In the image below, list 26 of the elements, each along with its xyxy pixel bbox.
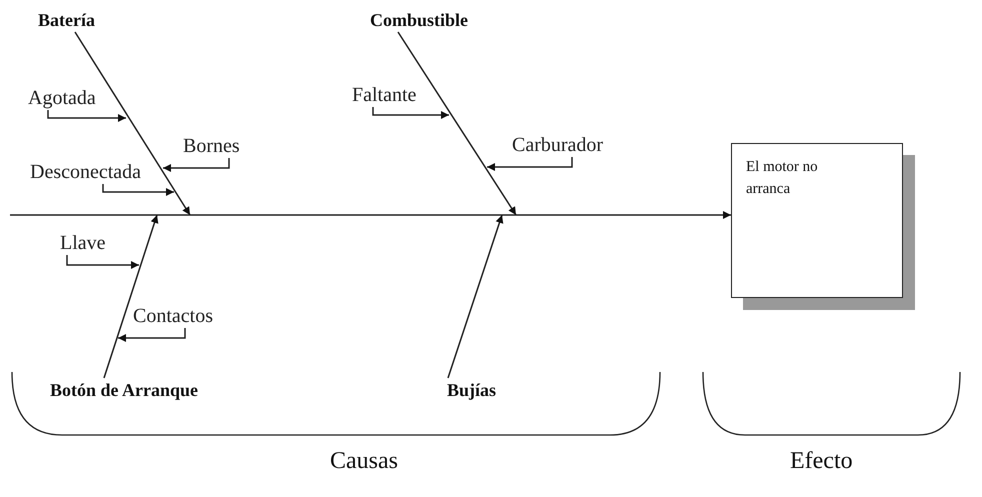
- category-label: Batería: [38, 8, 118, 32]
- arrow: [487, 157, 573, 171]
- cause-label: Contactos: [133, 304, 233, 328]
- effect-box: El motor no arranca: [731, 143, 903, 298]
- bracket-label: Efecto: [790, 448, 853, 475]
- category-label: Bujías: [447, 378, 522, 402]
- arrow: [447, 214, 504, 378]
- arrow: [163, 158, 230, 172]
- cause-label: Faltante: [352, 83, 432, 107]
- category-label: Botón de Arranque: [50, 378, 250, 402]
- category-label: Combustible: [370, 8, 485, 32]
- cause-label: Carburador: [512, 133, 612, 157]
- arrow: [74, 32, 191, 216]
- cause-label: Bornes: [183, 134, 251, 158]
- arrow: [397, 32, 517, 216]
- arrow: [118, 328, 186, 342]
- arrow: [66, 255, 139, 269]
- arrow: [102, 184, 174, 196]
- bracket-label: Causas: [330, 448, 398, 475]
- arrow: [103, 214, 158, 378]
- arrow: [47, 110, 126, 122]
- cause-label: Agotada: [28, 86, 108, 110]
- cause-label: Desconectada: [30, 160, 145, 184]
- arrow: [372, 107, 449, 119]
- arrow: [10, 211, 731, 219]
- cause-label: Llave: [60, 231, 116, 255]
